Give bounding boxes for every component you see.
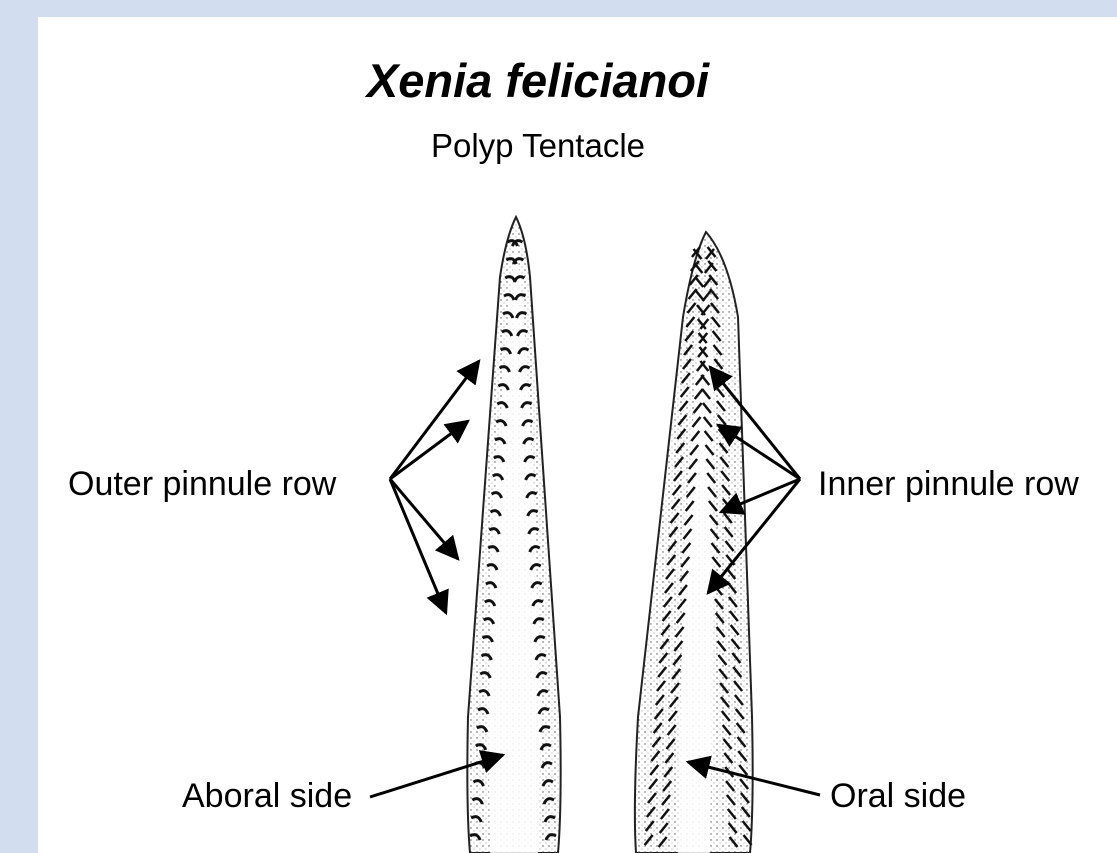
- figure-title: Xenia felicianoi: [38, 57, 1038, 104]
- oral-tentacle-drawing: [635, 232, 753, 853]
- inner-pinnule-row-label: Inner pinnule row: [818, 467, 1079, 501]
- aboral-side-label: Aboral side: [182, 779, 352, 813]
- oral-side-label: Oral side: [830, 779, 966, 813]
- figure-subtitle: Polyp Tentacle: [38, 129, 1038, 162]
- aboral-tentacle-drawing: [467, 217, 560, 853]
- outer-pinnule-arrows: [390, 361, 479, 613]
- outer-pinnule-row-label: Outer pinnule row: [68, 467, 336, 501]
- slide-canvas: Xenia felicianoi Polyp Tentacle Outer pi…: [38, 17, 1117, 853]
